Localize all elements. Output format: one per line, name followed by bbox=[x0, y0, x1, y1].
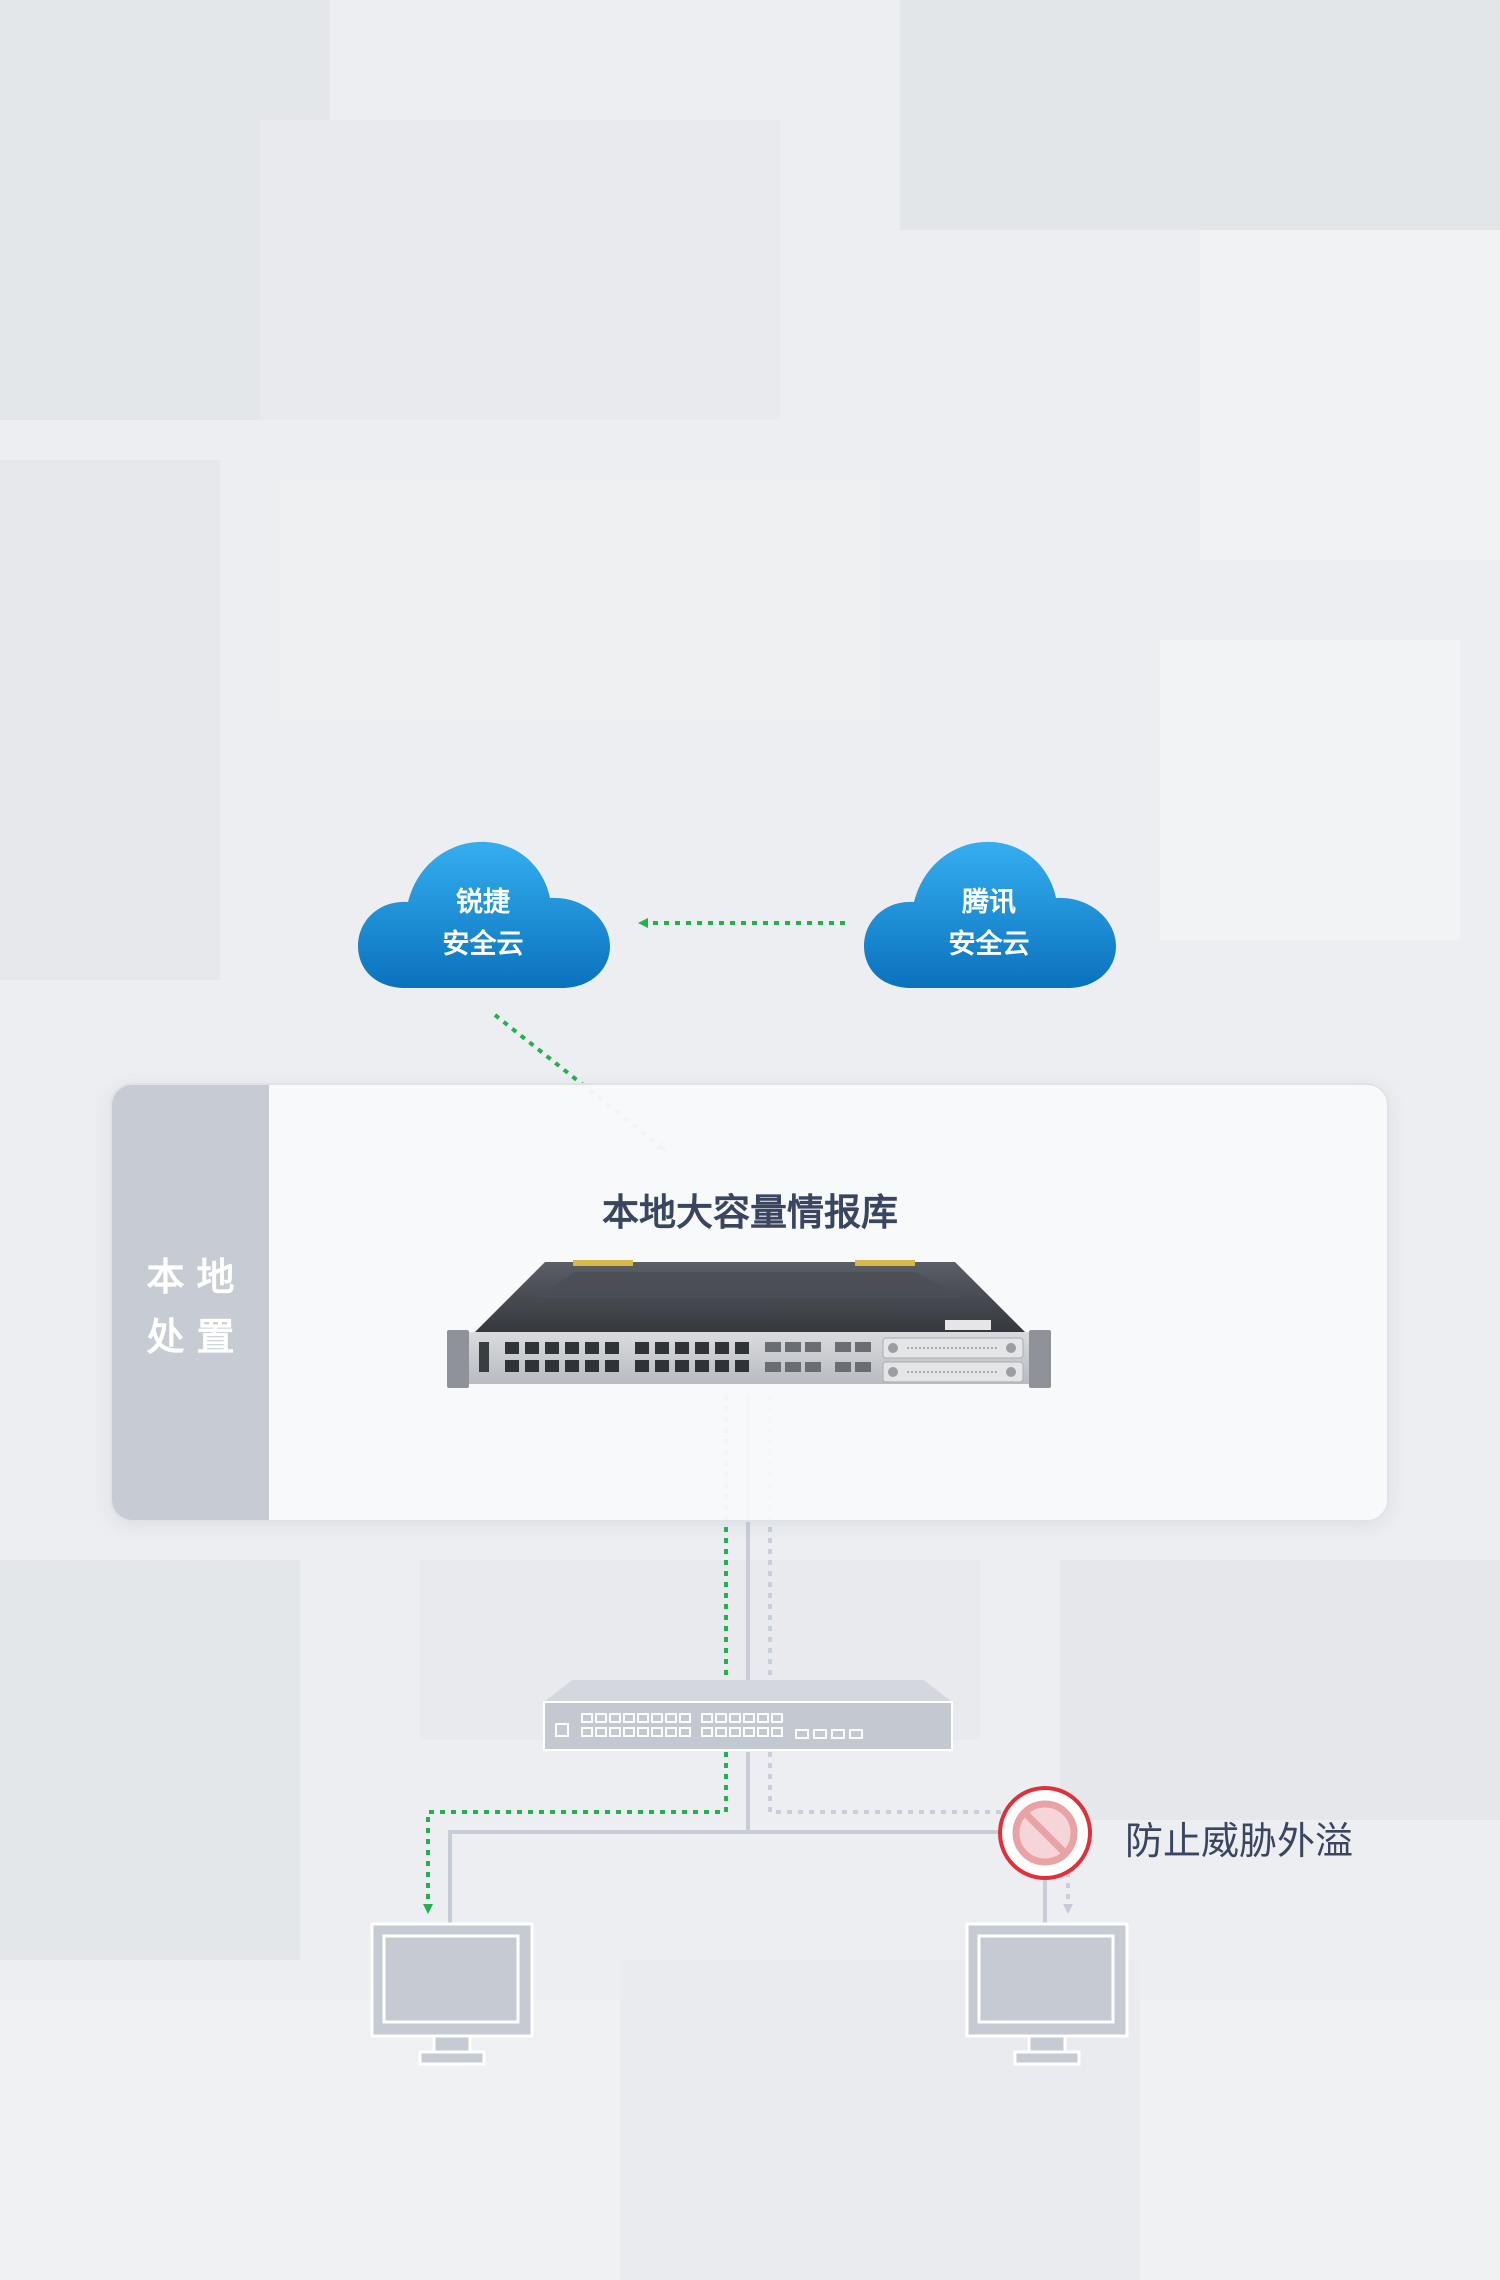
tencent-security-cloud: 腾讯 安全云 bbox=[864, 840, 1116, 990]
bg-block bbox=[900, 0, 1500, 230]
bg-block bbox=[1200, 230, 1500, 560]
block-label: 防止威胁外溢 bbox=[1125, 1819, 1354, 1863]
firewall-appliance-icon bbox=[447, 1260, 1051, 1388]
block-icon bbox=[998, 1786, 1092, 1880]
cloud-label-line1: 锐捷 bbox=[456, 887, 510, 918]
cloud-label-line2: 安全云 bbox=[948, 929, 1030, 960]
ruijie-security-cloud: 锐捷 安全云 bbox=[358, 840, 610, 990]
panel-side-line1: 本地 bbox=[146, 1255, 247, 1299]
bg-block bbox=[0, 1560, 300, 1960]
cloud-icon bbox=[358, 841, 610, 988]
bg-block bbox=[280, 480, 880, 720]
cloud-label: 腾讯 安全云 bbox=[864, 882, 1114, 966]
bg-block bbox=[1060, 1560, 1500, 1820]
panel-side-line2: 处置 bbox=[146, 1315, 247, 1359]
lan-line bbox=[448, 1830, 1047, 1930]
allowed-path bbox=[423, 1752, 728, 1914]
desktop-computer-icon bbox=[965, 1922, 1129, 2066]
network-switch-icon bbox=[543, 1680, 953, 1751]
cloud-icon bbox=[864, 841, 1116, 988]
bg-block bbox=[0, 460, 220, 980]
bg-block bbox=[260, 120, 780, 420]
desktop-computer-icon bbox=[370, 1922, 534, 2066]
cloud-label-line2: 安全云 bbox=[442, 929, 524, 960]
cloud-label: 锐捷 安全云 bbox=[358, 882, 608, 966]
panel-side-bar: 本地 处置 bbox=[112, 1085, 269, 1520]
panel-title: 本地大容量情报库 bbox=[602, 1191, 898, 1234]
panel-side-label: 本地 处置 bbox=[112, 1247, 269, 1367]
cloud-label-line1: 腾讯 bbox=[962, 887, 1016, 918]
bg-block bbox=[1160, 640, 1460, 940]
